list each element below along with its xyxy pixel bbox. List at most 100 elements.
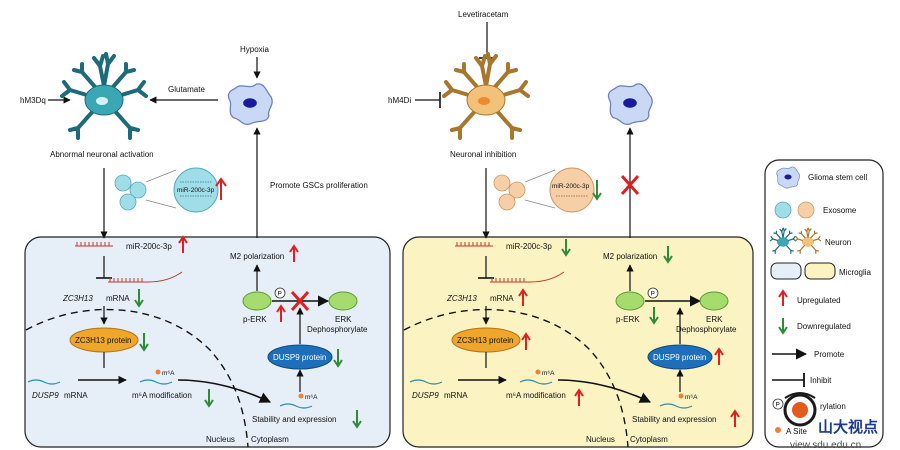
left-zc3h13-mrna-down-arrow-icon [134,289,144,308]
legend-box [764,159,884,448]
right-mrna-strand [490,271,565,283]
right-glioma-stem-cell-icon [607,83,653,125]
right-m6a-mod-label: m⁶A modification [506,391,566,400]
right-stability-mrna-strand [659,403,693,409]
right-mirna-down-arrow-icon [561,239,571,257]
right-stability-m6a-mark: m⁶A [685,394,698,401]
right-m6a-to-stability-arrow [557,379,652,403]
left-m2-label: M2 polarization [230,252,284,261]
right-stability-up-arrow-icon [730,409,740,427]
right-cytoplasm-label: Cytoplasm [630,435,668,444]
legend-label-up: Upregulated [797,296,841,305]
left-microglia-panel [24,236,391,448]
right-zc3h13-mrna-suffix: mRNA [490,294,514,303]
right-m6a-up-arrow-icon [574,388,584,406]
right-blocked-x-icon [620,175,640,195]
left-mrna-strand [108,271,183,283]
up-arrow-icon [778,289,788,306]
left-exosome-cluster-icon [114,167,219,213]
legend-label-inhibit: Inhibit [810,376,832,385]
right-mirna-label: miR-200c-3p [506,242,552,251]
left-cytoplasm-label: Cytoplasm [251,435,289,444]
left-exosome-up-arrow-icon [215,177,227,200]
legend-label-phospho: rylation [820,402,846,411]
left-m6a-to-stability-arrow [177,379,272,403]
right-levetiracetam-label: Levetiracetam [458,10,509,19]
left-m6a-site-icon [155,369,161,375]
right-perk-down-arrow-icon [649,307,659,325]
left-erk-label: ERK [335,315,352,324]
down-arrow-icon [778,318,788,335]
right-zc3h13-mrna-up-arrow-icon [518,288,528,306]
left-m2-up-arrow-icon [289,244,299,262]
legend-label-microglia: Microglia [839,268,872,277]
right-dusp9-protein-up-arrow-icon [714,347,724,365]
watermark-url-text: view.sdu.edu.cn [790,440,861,450]
right-m6a-site-icon [535,369,541,375]
left-dusp9-protein-ellipse [267,344,333,370]
right-m2-down-arrow-icon [663,246,673,264]
glioma-stem-cell-icon [776,166,800,189]
svg-text:P: P [776,402,780,409]
left-stability-label: Stability and expression [252,415,337,424]
legend-label-exosome: Exosome [823,206,857,215]
left-hypoxia-label: Hypoxia [240,45,269,54]
legend-label-promote: Promote [814,350,845,359]
phosphorylation-icon: P [772,398,784,410]
left-dusp9-mrna-strand [27,379,61,385]
right-perk-ellipse [615,291,645,311]
left-hm3dq-label: hM3Dq [20,96,46,105]
left-m6a-down-arrow-icon [204,389,214,408]
left-mirna-strand [75,242,113,247]
m6a-site-icon [775,427,781,433]
right-m6a-mrna-strand [519,379,553,385]
right-dusp9-mrna-strand [409,379,443,385]
left-erk-ellipse [328,291,358,311]
left-phosphate-icon [274,287,286,299]
right-dusp9-protein-label: DUSP9 protein [653,353,706,362]
left-activated-neuron-icon [60,52,148,140]
left-mirna-up-arrow-icon [178,235,188,253]
right-zc3h13-protein-label: ZC3H13 protein [457,336,513,345]
left-stability-m6a-mark: m⁶A [305,394,318,401]
right-microglia-panel [402,236,754,448]
right-exosome-mirna-label: miR-200c-3p [552,183,590,190]
left-nucleus-label: Nucleus [206,435,235,444]
legend-label-neuron: Neuron [825,238,851,247]
right-dusp9-mrna-suffix: mRNA [444,391,468,400]
left-m6a-mod-label: m⁶A modification [132,391,192,400]
left-dusp9-mrna-suffix: mRNA [64,391,88,400]
watermark-cn-text: 山大视点 [818,418,878,436]
right-stability-label: Stability and expression [632,415,717,424]
left-zc3h13-mrna-gene: ZC3H13 [62,294,93,303]
right-nuclear-envelope [403,308,629,448]
left-perk-up-arrow-icon [276,304,286,322]
left-m6a-mark: m⁶A [162,370,175,377]
left-neuron-label: Abnormal neuronal activation [50,150,154,159]
left-m6a-mrna-strand [139,379,173,385]
legend-label-gsc: Glioma stem cell [808,173,867,182]
left-blocked-x-icon [290,291,310,311]
left-exosome-mirna-label: miR-200c-3p [177,187,215,194]
watermark-logo-icon [783,392,817,427]
right-mirna-strand [455,242,493,247]
left-glioma-stem-cell-icon [227,83,273,125]
left-dephos-label: Dephosphorylate [307,325,368,334]
right-dephos-label: Dephosphorylate [676,325,737,334]
right-exosome-down-arrow-icon [592,180,602,201]
right-exosome-cluster-icon [493,167,595,213]
right-stability-m6a-site-icon [678,393,684,399]
exosome-icon [774,201,815,219]
right-dusp9-mrna-gene: DUSP9 [412,391,439,400]
right-perk-label: p-ERK [616,315,640,324]
right-nucleus-label: Nucleus [586,435,615,444]
left-zc3h13-protein-label: ZC3H13 protein [75,336,131,345]
right-erk-label: ERK [706,315,723,324]
right-zc3h13-protein-up-arrow-icon [521,332,531,350]
left-zc3h13-protein-down-arrow-icon [139,333,149,352]
left-stability-mrna-strand [279,403,313,409]
left-promote-gsc-label: Promote GSCs proliferation [270,181,368,190]
right-phosphate-icon [647,287,659,299]
left-glutamate-label: Glutamate [168,85,205,94]
